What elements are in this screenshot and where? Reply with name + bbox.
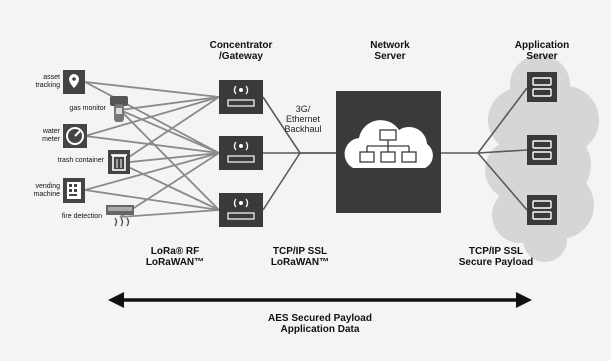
- gateway-3: [219, 193, 263, 227]
- app-header-line2: Server: [526, 51, 558, 62]
- device-label-line2: tracking: [35, 82, 60, 89]
- backhaul-label: 3G/ Ethernet Backhaul: [272, 104, 334, 134]
- device-label-line2: meter: [42, 136, 60, 143]
- app-header-line1: Application: [514, 40, 570, 51]
- device-label-vending-machine: vending machine: [20, 183, 60, 199]
- aes-caption: AES Secured Payload Application Data: [245, 313, 395, 335]
- aes-caption-line1: AES Secured Payload: [268, 313, 372, 324]
- protocol-secure-payload: TCP/IP SSL Secure Payload: [446, 246, 546, 268]
- meter-gauge-icon: [63, 124, 87, 148]
- gas-monitor-icon: [110, 96, 128, 122]
- aes-double-arrow: [108, 292, 532, 308]
- device-label-line1: vending: [35, 183, 60, 190]
- app-server-2: [527, 135, 557, 165]
- trash-can-icon: [108, 150, 130, 174]
- device-label-water-meter: water meter: [20, 128, 60, 144]
- location-pin-icon: [63, 70, 85, 94]
- network-header-line2: Server: [374, 51, 406, 62]
- protocol-secure-line2: Secure Payload: [458, 257, 534, 268]
- vending-machine-icon: [63, 178, 85, 203]
- device-label-asset-tracking: asset tracking: [20, 74, 60, 90]
- device-label-gas-monitor: gas monitor: [54, 105, 106, 113]
- network-app-links: [441, 87, 528, 211]
- device-label-line1: asset: [43, 74, 60, 81]
- app-server-3: [527, 195, 557, 225]
- aes-caption-line2: Application Data: [280, 324, 360, 335]
- device-label-line1: water: [42, 128, 60, 135]
- device-label-trash-container: trash container: [38, 157, 104, 165]
- protocol-lora-rf: LoRa® RF LoRaWAN™: [130, 246, 220, 268]
- protocol-rf-line2: LoRaWAN™: [145, 257, 205, 268]
- gateway-1: [219, 80, 263, 114]
- backhaul-line2: Ethernet: [285, 114, 321, 124]
- device-label-line2: machine: [33, 191, 60, 198]
- device-label-line1: gas monitor: [69, 105, 106, 112]
- concentrator-header-line2: /Gateway: [219, 51, 263, 62]
- application-server-header: Application Server: [500, 40, 584, 62]
- protocol-tcp-lorawan: TCP/IP SSL LoRaWAN™: [255, 246, 345, 268]
- backhaul-line1: 3G/: [295, 104, 311, 114]
- fire-detector-icon: [106, 205, 134, 227]
- backhaul-line3: Backhaul: [284, 124, 322, 134]
- concentrator-header-line1: Concentrator: [209, 40, 273, 51]
- network-header-line1: Network: [370, 40, 410, 51]
- network-server-panel: [336, 91, 441, 213]
- protocol-rf-line1: LoRa® RF: [150, 246, 200, 257]
- device-label-line1: trash container: [57, 157, 104, 164]
- device-gateway-links: [84, 81, 220, 218]
- app-server-1: [527, 72, 557, 102]
- gateway-2: [219, 136, 263, 170]
- device-label-line1: fire detection: [61, 213, 102, 220]
- gateway-network-links: [262, 96, 336, 211]
- concentrator-header: Concentrator /Gateway: [195, 40, 287, 62]
- network-server-header: Network Server: [350, 40, 430, 62]
- protocol-secure-line1: TCP/IP SSL: [468, 246, 524, 257]
- protocol-tcp-line1: TCP/IP SSL: [272, 246, 328, 257]
- network-hierarchy-icon: [359, 129, 417, 163]
- device-label-fire-detection: fire detection: [42, 213, 102, 221]
- protocol-tcp-line2: LoRaWAN™: [270, 257, 330, 268]
